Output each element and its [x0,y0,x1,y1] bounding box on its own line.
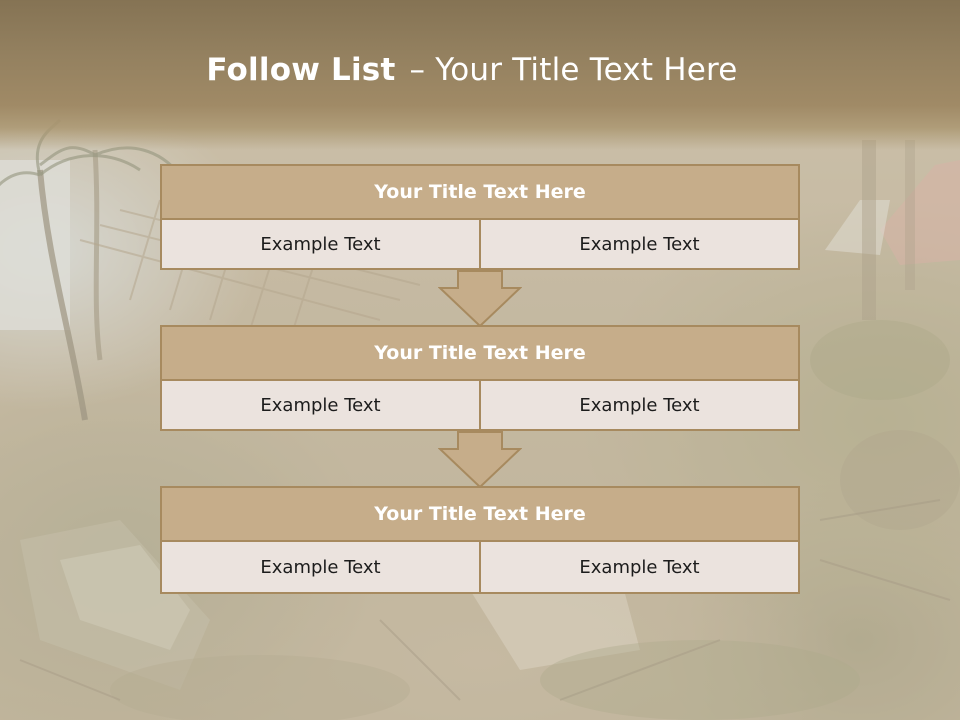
list-block-1: Your Title Text Here Example Text Exampl… [160,164,800,270]
block-cell-right: Example Text [479,381,800,431]
block-row: Example Text Example Text [160,220,800,270]
title-rest: Your Title Text Here [435,52,738,88]
block-title: Your Title Text Here [160,486,800,542]
block-row: Example Text Example Text [160,542,800,594]
down-arrow-icon [438,431,522,489]
title-dash: – [409,52,426,88]
block-cell-right: Example Text [479,542,800,594]
slide-title: Follow List–Your Title Text Here [0,52,944,88]
down-arrow-icon [438,270,522,328]
block-title: Your Title Text Here [160,325,800,381]
list-block-3: Your Title Text Here Example Text Exampl… [160,486,800,594]
block-cell-right: Example Text [479,220,800,270]
block-row: Example Text Example Text [160,381,800,431]
title-band [0,0,960,150]
block-cell-left: Example Text [160,542,479,594]
list-block-2: Your Title Text Here Example Text Exampl… [160,325,800,431]
block-title: Your Title Text Here [160,164,800,220]
block-cell-left: Example Text [160,220,479,270]
title-bold-part: Follow List [206,52,396,88]
block-cell-left: Example Text [160,381,479,431]
